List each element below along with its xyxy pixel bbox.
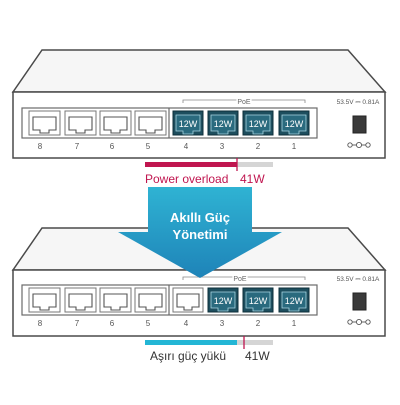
top-switch: PoE 53.5V ⎓ 0.81A 12W 12W [11,49,387,159]
top-poe-port: 12W [172,110,204,136]
top-port-number: 6 [110,142,115,151]
bottom-spec-label: 53.5V ⎓ 0.81A [337,276,380,283]
top-spec-label: 53.5V ⎓ 0.81A [337,99,380,106]
bottom-port-number: 2 [256,319,261,328]
top-port-numbers: 8 7 6 5 4 3 2 1 [38,142,297,151]
bottom-switch: PoE 53.5V ⎓ 0.81A 12W [11,227,387,337]
bottom-polarity-icon [347,318,371,326]
bottom-poe-bracket [182,276,306,280]
top-poe-port-watt: 12W [214,119,233,129]
top-port-number: 8 [38,142,43,151]
bottom-power-limit-label: 41W [245,349,270,363]
top-poe-bracket [182,99,306,103]
bottom-poe-port-watt: 12W [214,296,233,306]
bottom-port-number: 4 [184,319,189,328]
top-power-bar-fill [145,162,237,167]
bottom-poe-label: PoE [233,276,247,283]
top-power-bar: Power overload 41W [145,158,273,186]
top-poe-port: 12W [242,110,274,136]
top-power-jack [352,115,367,134]
bottom-ethernet-port [134,287,167,313]
top-poe-port-watt: 12W [179,119,198,129]
top-poe-port: 12W [207,110,239,136]
bottom-power-bar-label: Aşırı güç yükü [150,349,226,363]
bottom-poe-port-watt: 12W [285,296,304,306]
top-port-number: 3 [220,142,225,151]
bottom-ethernet-port [172,287,204,313]
top-switch-lid [11,49,387,93]
arrow-label-line2: Yönetimi [173,227,228,242]
bottom-ethernet-port [28,287,61,313]
bottom-port-numbers: 8 7 6 5 4 3 2 1 [38,319,297,328]
bottom-port-number: 3 [220,319,225,328]
smart-power-arrow: Akıllı Güç Yönetimi [118,187,282,278]
top-power-limit-label: 41W [240,172,265,186]
bottom-port-number: 6 [110,319,115,328]
bottom-poe-port: 12W [278,287,310,313]
top-port-number: 7 [75,142,80,151]
bottom-poe-port: 12W [242,287,274,313]
top-ethernet-port [99,110,132,136]
bottom-port-number: 7 [75,319,80,328]
top-polarity-icon [347,141,371,149]
bottom-poe-port: 12W [207,287,239,313]
bottom-poe-port-watt: 12W [249,296,268,306]
bottom-port-number: 1 [292,319,297,328]
top-ethernet-port [28,110,61,136]
top-poe-port-watt: 12W [285,119,304,129]
bottom-power-bar-fill [145,340,237,345]
bottom-ethernet-port [99,287,132,313]
top-power-bar-label: Power overload [145,172,228,186]
arrow-shape [118,187,282,278]
arrow-label-line1: Akıllı Güç [170,210,230,225]
top-poe-label: PoE [237,99,251,106]
top-port-number: 2 [256,142,261,151]
top-ethernet-port [134,110,167,136]
bottom-power-jack [352,292,367,311]
top-poe-port-watt: 12W [249,119,268,129]
bottom-ethernet-port [64,287,97,313]
bottom-power-bar: Aşırı güç yükü 41W [145,336,273,363]
top-port-number: 4 [184,142,189,151]
top-poe-port: 12W [278,110,310,136]
top-port-number: 5 [146,142,151,151]
top-ethernet-port [64,110,97,136]
bottom-port-number: 5 [146,319,151,328]
bottom-port-number: 8 [38,319,43,328]
top-port-number: 1 [292,142,297,151]
